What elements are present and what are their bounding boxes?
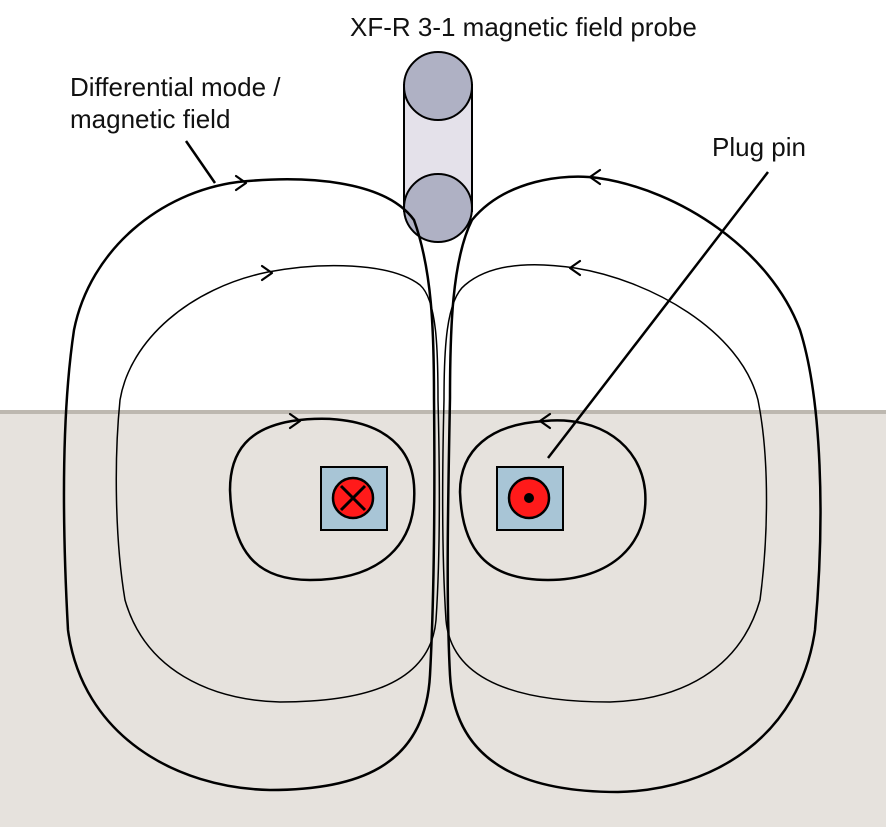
arrow-right-outer [588, 168, 602, 186]
left-outer-field-line [62, 178, 436, 792]
field-direction-arrows [234, 168, 602, 430]
arrow-right-middle [568, 259, 582, 277]
left-plug-pin [320, 466, 388, 531]
right-inner-field-line [458, 419, 647, 582]
left-middle-field-line [115, 264, 441, 703]
right-outer-field-line [446, 175, 822, 794]
right-middle-field-line [441, 263, 768, 703]
magnetic-field-probe [403, 51, 473, 243]
arrow-left-middle [260, 264, 274, 282]
right-plug-pin [496, 466, 564, 531]
probe-top-end [403, 51, 473, 121]
probe-bottom-end [403, 173, 473, 243]
field-label-pointer [184, 140, 217, 184]
left-inner-field-line [228, 417, 416, 582]
plug-pin-label: Plug pin [712, 132, 806, 162]
arrow-left-outer [234, 174, 248, 192]
field-label-line-2: magnetic field [70, 104, 230, 134]
current-into-page-icon [339, 484, 367, 512]
field-label-line-1: Differential mode / [70, 72, 281, 102]
probe-title: XF-R 3-1 magnetic field probe [350, 12, 697, 42]
right-field-loops [441, 175, 822, 794]
current-out-of-page-icon [524, 493, 534, 503]
arrow-left-inner [288, 412, 302, 430]
plug-pin-pointer [547, 171, 769, 459]
left-field-loops [62, 178, 441, 792]
arrow-right-inner [538, 412, 552, 430]
